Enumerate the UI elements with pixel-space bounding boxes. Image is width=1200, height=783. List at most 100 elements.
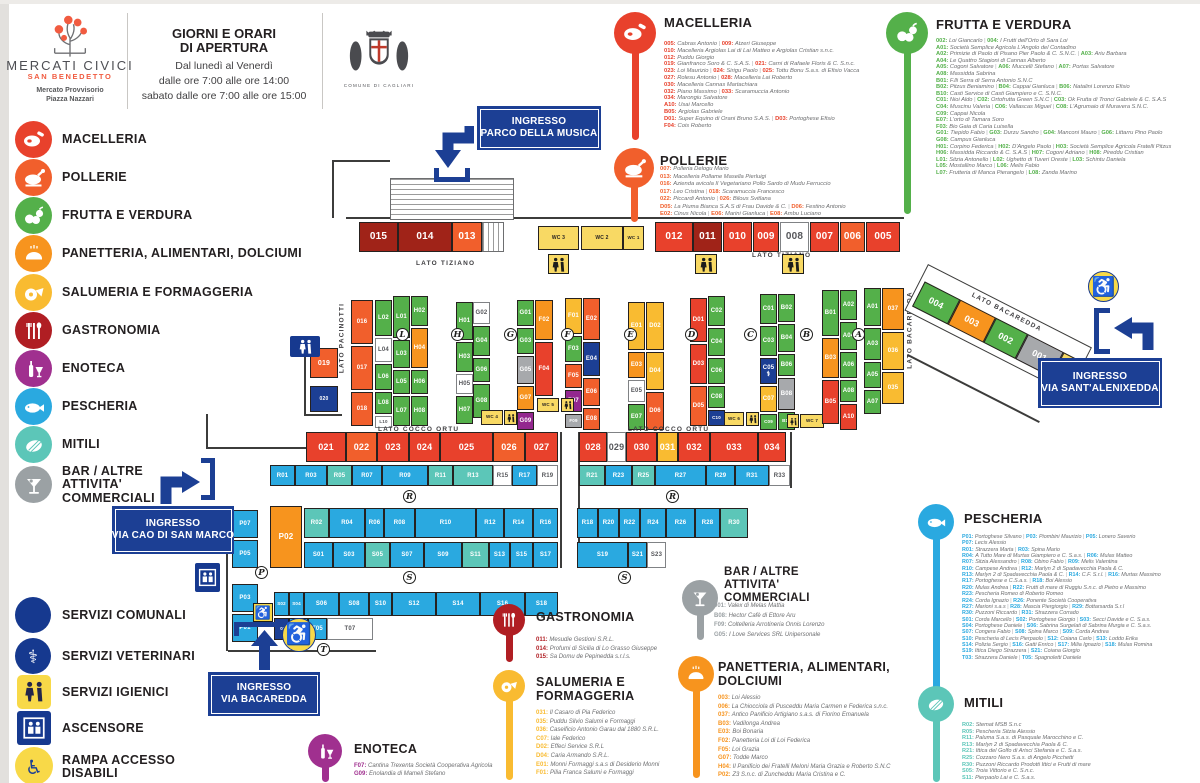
vendor-name: Spina Mario — [1031, 546, 1060, 553]
vendor-line: H04: Il Panificio dei Fratelli Meloni Ma… — [718, 764, 890, 770]
vendor-name: La Chiocciola di Pusceddu Maria Carmen e… — [731, 703, 889, 710]
stall-f02: F02 — [535, 300, 553, 340]
vendor-name: Corpino Federica — [949, 143, 994, 150]
entrance-sign-text: PARCO DELLA MUSICA — [480, 128, 598, 139]
sidebar-category-label: PESCHERIA — [62, 399, 138, 414]
hours-line-3: sabato dalle ore 7:00 alle ore 15:00 — [141, 90, 307, 102]
vendor-name: Scaramuccia Antonio — [734, 88, 790, 95]
vendor-code: C06: — [994, 104, 1009, 110]
aisle-letter-l: L — [396, 328, 409, 341]
comune-label: COMUNE DI CAGLIARI — [343, 83, 415, 88]
vendor-name: Loddo Erika — [1108, 635, 1138, 642]
entrance-sign-text: INGRESSO — [511, 115, 567, 127]
stall-s09: S09 — [424, 542, 462, 568]
stall-005: 005 — [866, 222, 900, 252]
vendor-name: Todde Marco — [733, 755, 768, 762]
stall-e07: E07 — [628, 404, 645, 430]
stall-c08: C08 — [708, 386, 725, 408]
vendor-name: Mulas Matteo — [1100, 553, 1133, 560]
mussel-icon — [15, 426, 52, 463]
stall-035: 035 — [882, 372, 904, 404]
entrance-sign-text: VIA BACAREDDA — [220, 694, 308, 705]
stall-r24: R24 — [640, 508, 666, 538]
vendor-name: Loi Grazia — [732, 746, 760, 753]
vendor-line: H01: Corpino Federica | H02: D'Angelo Pa… — [936, 143, 1172, 150]
vendor-code: L06: — [996, 163, 1011, 170]
stall-016: 016 — [351, 300, 373, 344]
entrance-arrow-icon — [250, 630, 296, 681]
vendor-line: R24: Corda Ignazio | R26: Ponente Societ… — [962, 597, 1097, 604]
sidebar-service-label: ASCENSORE — [62, 721, 144, 736]
vendor-line: H06: Massidda Riccardo & C. S.A.S | H07:… — [936, 150, 1144, 157]
vendor-name: Cappai Nicola — [949, 110, 986, 117]
vendor-code: F02: — [718, 738, 733, 744]
stall-011: 011 — [693, 222, 722, 252]
vendor-name: Stemat MSB S.n.c — [975, 722, 1022, 728]
vendor-code: G05: — [714, 631, 730, 638]
legend-title-salumeria: FORMAGGERIA — [536, 689, 635, 703]
vendor-code: S13: — [1096, 635, 1109, 642]
vendor-line: 007: Polleria Delogu Mario — [660, 166, 729, 172]
stall-wc-6: WC 6 — [724, 412, 744, 426]
vendor-code: 013: — [660, 173, 674, 180]
vendor-code: P03: — [1026, 534, 1039, 540]
vendor-code: B08: — [714, 612, 729, 619]
aisle-letter-s: S — [618, 571, 631, 584]
vendor-code: 025: — [762, 68, 776, 75]
stall-014: 014 — [398, 222, 452, 252]
municipal-icon — [15, 597, 51, 633]
stall-s15: S15 — [510, 542, 533, 568]
vendor-name: L'Agrumaio di Muravera S.N.C. — [1069, 104, 1149, 110]
vendor-name: Cinus Nicola — [673, 211, 707, 217]
vendor-line: S14: Polizia Sergio | S16: Gatti Enrico … — [962, 641, 1153, 648]
vendor-line: G07: Todde Marco — [718, 755, 768, 761]
stall-r08: R08 — [384, 508, 415, 538]
legend-pin-stem — [505, 698, 513, 780]
vendor-code: B01: — [936, 77, 950, 84]
wall-segment — [790, 432, 792, 488]
vendor-name: Puddu Silvio Salumi e Formaggi — [549, 718, 636, 725]
vendor-line: A10: Usai Marcello — [664, 102, 713, 108]
vendor-name: Cogoni Adriano — [1045, 150, 1085, 157]
vendor-code: 036: — [536, 727, 550, 734]
vendor-name: Ponente Società Cooperativa — [1026, 597, 1097, 604]
vendor-name: Pescheria Romeo di Roberto Romeo — [975, 591, 1064, 598]
vendor-code: 003: — [718, 695, 732, 701]
vendor-code: 024: — [713, 68, 727, 75]
vendor-name: Sitzia Alessandro — [975, 559, 1017, 566]
vendor-line: 011: Mesudie Gestioni S.R.L. — [536, 637, 614, 643]
vendor-line: B01: F.lli Serra di Serra Antonio S.N.C — [936, 78, 1032, 84]
vendor-name: D'Angelo Paolo — [1012, 143, 1052, 150]
vendor-code: S03: — [1079, 616, 1093, 623]
wall-segment — [304, 344, 306, 416]
meat-icon — [614, 12, 656, 54]
stall-g03: G03 — [517, 328, 534, 354]
stall-l08: L08 — [375, 392, 392, 414]
vendor-name: Puzzoni Riccardo — [975, 610, 1018, 617]
vendor-name: Portoghese e C.S.a.s. — [975, 578, 1028, 585]
vendor-line: S10: Pescheria di Lecis Pierpaolo | S12:… — [962, 635, 1138, 642]
vendor-code: 026: — [719, 196, 733, 202]
vendor-name: Super Equino di Orani Bruno S.A.S. — [678, 115, 771, 122]
vendor-name: A Tutto Mare di Murtas Giampiero e C. S.… — [975, 553, 1083, 560]
stall-037: 037 — [882, 288, 904, 330]
vendor-line: B08: Hector Cafè di Ettore Aru — [714, 613, 795, 619]
aisle-letter-p: P — [255, 566, 268, 579]
vendor-name: Massidda Sabrina — [949, 71, 996, 77]
sidebar-category-label: FRUTTA E VERDURA — [62, 208, 193, 223]
veterinary-icon: ⚕ — [15, 638, 51, 674]
stall-008: 008 — [780, 222, 809, 252]
stall-h05: H05 — [456, 374, 473, 394]
vendor-code: 033: — [721, 88, 735, 95]
vendor-code: R03: — [1017, 546, 1032, 553]
produce-icon — [15, 197, 52, 234]
elevator-icon — [17, 711, 51, 745]
vendor-code: B10: — [936, 90, 950, 97]
stall-s11: S11 — [462, 542, 489, 568]
stall-f03: F03 — [565, 336, 582, 362]
stall-r17: R17 — [512, 465, 537, 486]
vendor-code: R09: — [1068, 559, 1082, 566]
vendor-name: Ittica del Golfo di Arisci Stefania e C.… — [975, 748, 1083, 755]
stall-e01: E01 — [628, 302, 645, 350]
vendor-name: Bilous Svitlana — [732, 196, 771, 202]
